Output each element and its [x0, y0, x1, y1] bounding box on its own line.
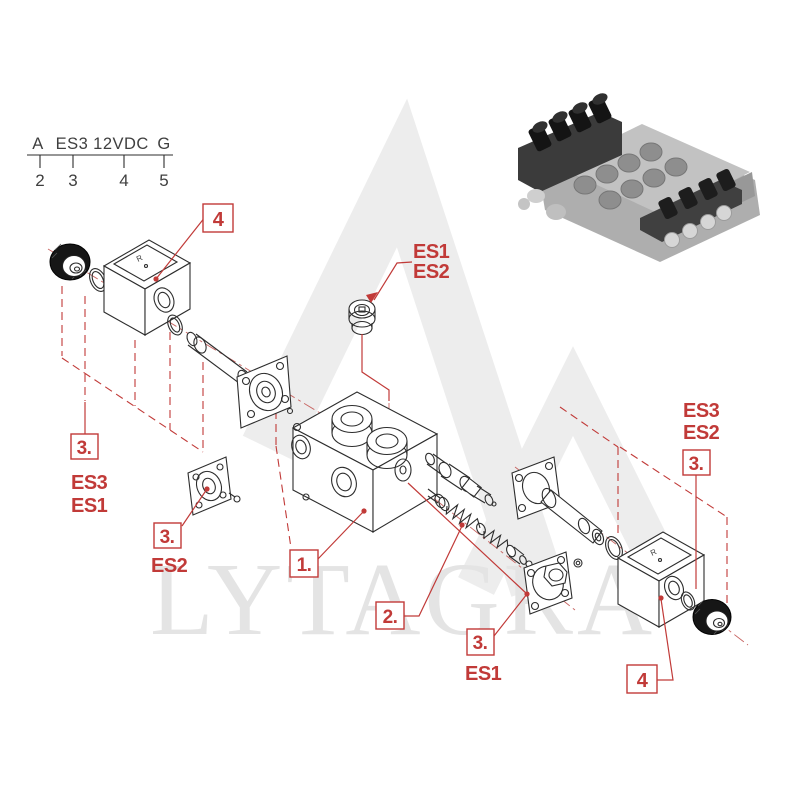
part-end-cap-right: [692, 599, 732, 635]
spec-strip: A ES3 12VDC G 2 3 4 5: [27, 135, 173, 190]
callout-3-right: 3.: [689, 454, 704, 475]
callout-leaders: [84, 218, 697, 681]
spec-label-12vdc: 12VDC: [93, 135, 149, 153]
spec-label-es3: ES3: [56, 135, 89, 153]
callout-box-4-bottom: [626, 664, 658, 694]
spec-num-4: 4: [119, 171, 128, 190]
callout-3-bottom: 3.: [473, 633, 488, 654]
spec-num-3: 3: [68, 171, 77, 190]
spec-label-a: A: [32, 135, 44, 153]
coil-marking-left: R: [135, 253, 144, 264]
variant-es3-left: ES3: [71, 472, 108, 494]
part-flange-tube-right: [511, 456, 605, 546]
arrowhead: [366, 292, 378, 303]
callout-box-4-top: [202, 203, 234, 233]
callout-box-3-right: [682, 449, 711, 476]
part-relief-cartridge: [425, 452, 497, 507]
spec-num-2: 2: [35, 171, 44, 190]
spec-num-5: 5: [159, 171, 168, 190]
variant-es1-bottom: ES1: [465, 663, 502, 685]
callout-box-3-bottom: [466, 628, 495, 656]
callout-labels: 4 3. ES3 ES1 3. ES2 ES1 ES2 1. 2. 3. ES1…: [70, 203, 720, 694]
part-spool-springs: [427, 488, 543, 574]
variant-es2-top: ES2: [413, 261, 450, 283]
spec-ticks: [39, 155, 165, 168]
watermark-logo: LYTAGRA: [150, 98, 688, 657]
coil-marking-right: R: [649, 547, 658, 558]
variant-es1-left: ES1: [71, 495, 108, 517]
callout-1: 1.: [297, 555, 312, 576]
variant-es3-right: ES3: [683, 400, 720, 422]
part-end-cap-left: [49, 243, 91, 281]
part-solenoid-coil-left: R: [102, 239, 192, 336]
variant-es1-top: ES1: [413, 241, 450, 263]
part-solenoid-coil-right: R: [616, 531, 706, 628]
callout-3-left: 3.: [77, 438, 92, 459]
part-oring-right-inner: [680, 591, 696, 611]
part-oring-left-inner: [167, 314, 183, 336]
spec-label-g: G: [157, 135, 170, 153]
callout-2: 2.: [383, 607, 398, 628]
part-plug-top: [348, 299, 376, 336]
callout-box-3-mid: [153, 522, 182, 549]
part-valve-body: [291, 391, 439, 533]
callout-4-top: 4: [213, 209, 225, 231]
part-bearing-flange-left: [236, 355, 294, 429]
callout-3-mid: 3.: [160, 527, 175, 548]
product-photo: [518, 93, 760, 262]
part-flange-es1: [523, 551, 583, 615]
callout-box-2: [375, 601, 405, 630]
callout-box-1: [289, 549, 319, 578]
variant-es2-mid: ES2: [151, 555, 188, 577]
callout-box-3-left: [70, 433, 99, 460]
variant-es2-right: ES2: [683, 422, 720, 444]
photo-solenoid-bank-left: [518, 112, 622, 192]
callout-4-bottom: 4: [637, 670, 649, 692]
